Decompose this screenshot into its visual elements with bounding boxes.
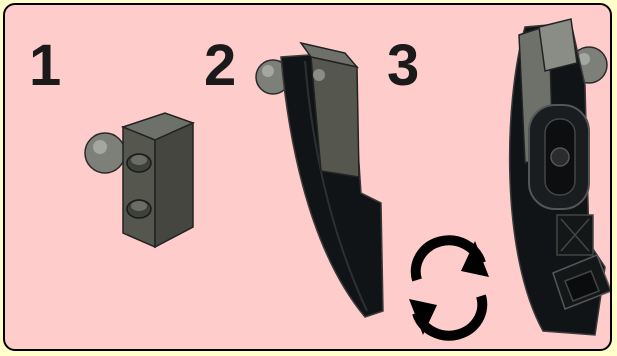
step2-panel-image <box>256 43 383 317</box>
step3-assembly-image <box>510 19 611 335</box>
step1-plate-image <box>85 113 193 247</box>
instruction-panel: 1 2 3 <box>3 3 612 351</box>
rotate-arrows-icon <box>409 240 489 335</box>
instruction-illustrations <box>5 5 612 351</box>
